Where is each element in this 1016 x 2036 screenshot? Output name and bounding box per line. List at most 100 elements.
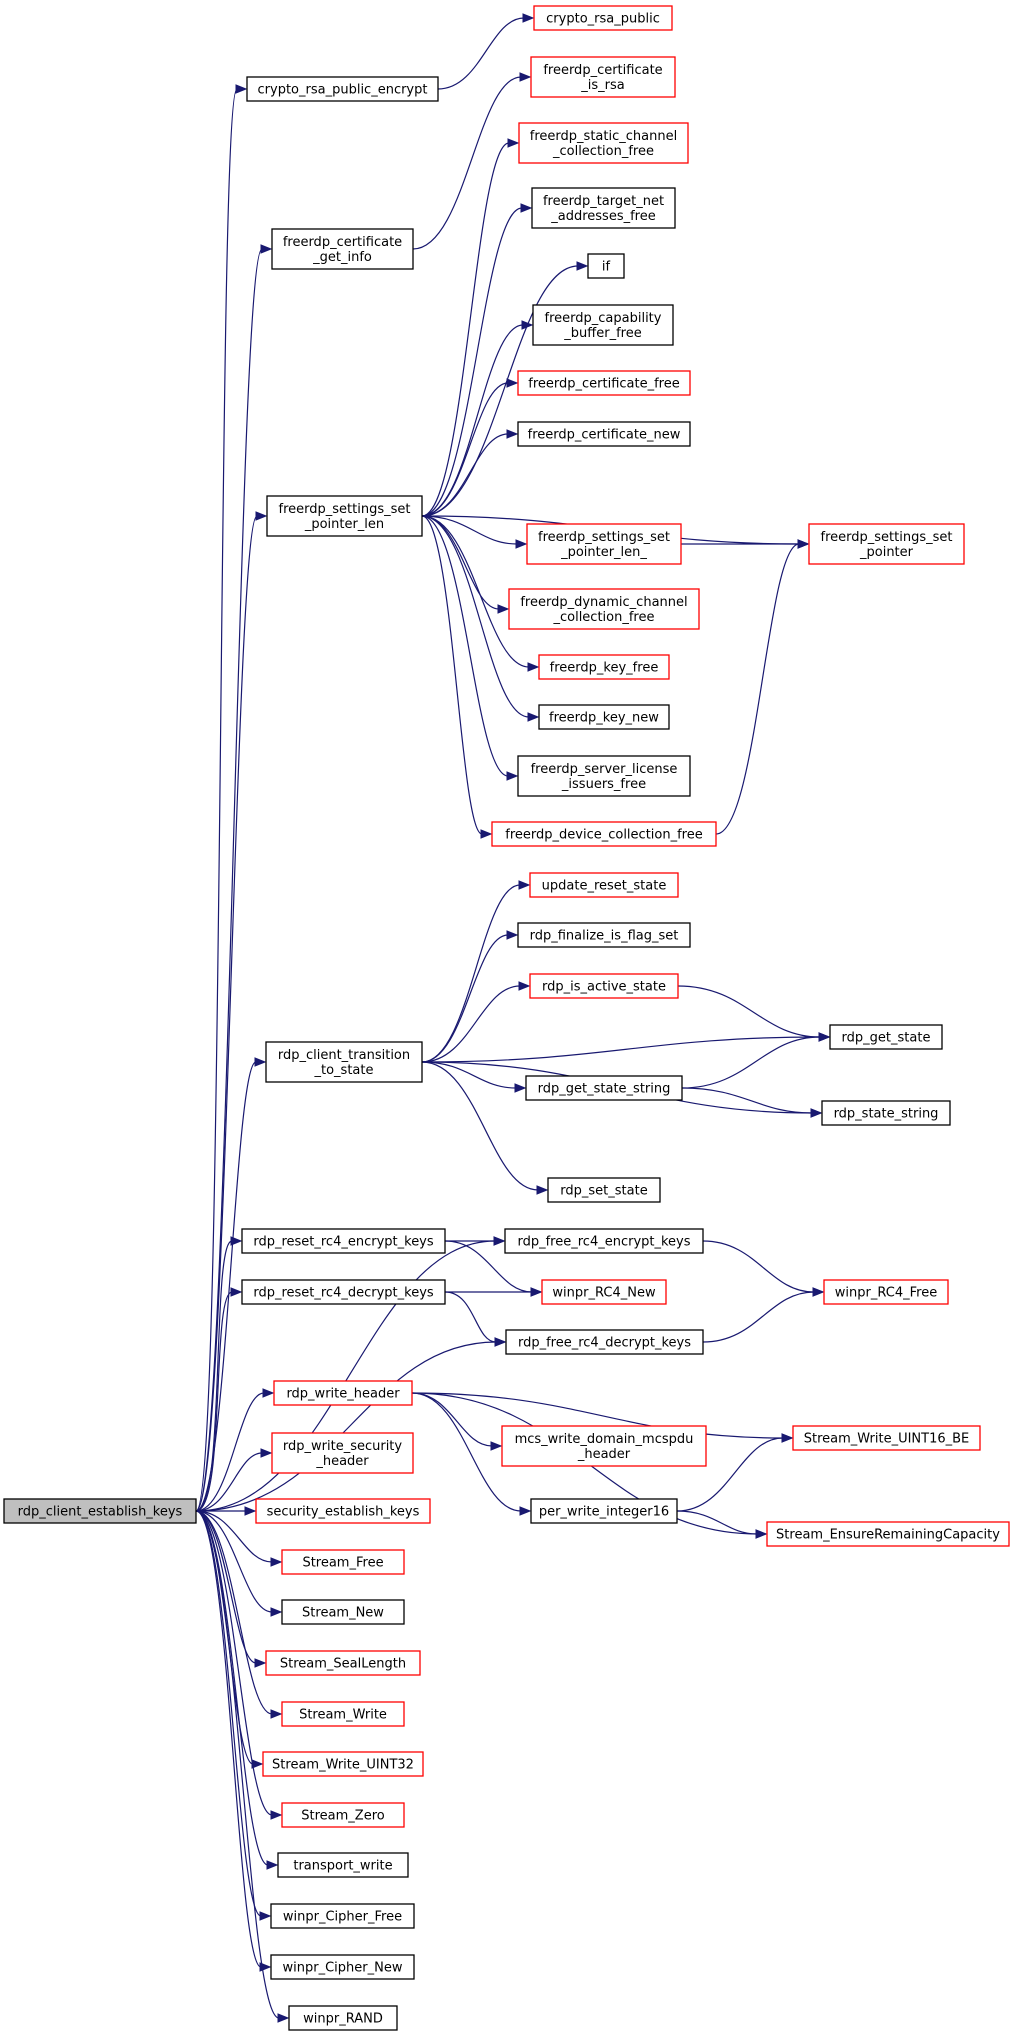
function-node[interactable]: Stream_SealLength [265, 1650, 421, 1676]
function-node[interactable]: rdp_set_state [547, 1177, 661, 1203]
function-node[interactable]: freerdp_certificate_get_info [271, 228, 414, 270]
function-node[interactable]: rdp_state_string [821, 1100, 951, 1126]
node-label: security_establish_keys [267, 1505, 420, 1520]
edge-arrowhead [255, 511, 268, 521]
function-node[interactable]: rdp_free_rc4_encrypt_keys [504, 1228, 704, 1254]
function-node[interactable]: Stream_Write_UINT32 [262, 1751, 424, 1777]
function-node[interactable]: freerdp_settings_set_pointer_len_ [526, 523, 682, 565]
call-edge [195, 1452, 263, 1512]
node-label: _collection_free [552, 610, 654, 625]
function-node[interactable]: winpr_RC4_Free [823, 1279, 949, 1305]
function-node[interactable]: freerdp_capability_buffer_free [532, 304, 674, 346]
node-label: _pointer_len [304, 517, 384, 532]
call-edge [195, 1240, 233, 1512]
function-node[interactable]: freerdp_server_license_issuers_free [517, 755, 691, 797]
function-node[interactable]: Stream_EnsureRemainingCapacity [766, 1521, 1010, 1547]
root-function-node[interactable]: rdp_client_establish_keys [3, 1498, 197, 1524]
node-box [241, 1228, 446, 1254]
function-node[interactable]: rdp_finalize_is_flag_set [517, 922, 691, 948]
function-node[interactable]: rdp_write_header [273, 1380, 413, 1406]
edge-arrowhead [254, 1057, 267, 1067]
function-node[interactable]: winpr_Cipher_Free [270, 1903, 415, 1929]
function-node[interactable]: freerdp_key_new [538, 704, 670, 730]
node-box [277, 1852, 409, 1878]
call-edge [195, 1061, 257, 1512]
node-label: rdp_free_rc4_encrypt_keys [517, 1235, 690, 1250]
node-label: _pointer_len_ [560, 545, 647, 560]
function-node[interactable]: freerdp_device_collection_free [491, 821, 717, 847]
edge-arrowhead [260, 244, 273, 254]
function-node[interactable]: rdp_reset_rc4_encrypt_keys [241, 1228, 446, 1254]
function-node[interactable]: Stream_Free [281, 1549, 405, 1575]
function-node[interactable]: rdp_free_rc4_decrypt_keys [505, 1329, 704, 1355]
function-node[interactable]: rdp_get_state_string [525, 1075, 683, 1101]
function-node[interactable]: if [587, 253, 625, 279]
node-label: _collection_free [552, 144, 654, 159]
function-node[interactable]: freerdp_certificate_new [517, 421, 691, 447]
edge-arrowhead [260, 1448, 273, 1458]
node-label: _get_info [312, 250, 372, 265]
call-edge [421, 433, 509, 517]
call-edge [412, 76, 522, 250]
function-node[interactable]: freerdp_settings_set_pointer [808, 523, 965, 565]
edge-arrowhead [494, 1337, 507, 1347]
node-box [508, 588, 700, 630]
node-box [531, 187, 676, 229]
function-node[interactable]: winpr_RAND [288, 2005, 398, 2031]
call-edge [421, 207, 523, 517]
function-node[interactable]: rdp_write_security_header [271, 1432, 414, 1474]
node-box [823, 1279, 949, 1305]
function-node[interactable]: rdp_is_active_state [529, 973, 679, 999]
function-node[interactable]: transport_write [277, 1852, 409, 1878]
call-edge [444, 1240, 533, 1293]
function-node[interactable]: security_establish_keys [255, 1498, 431, 1524]
node-box [265, 1041, 423, 1083]
function-node[interactable]: freerdp_static_channel_collection_free [518, 122, 689, 164]
call-edge [421, 142, 510, 517]
function-node[interactable]: rdp_reset_rc4_decrypt_keys [241, 1279, 446, 1305]
node-label: freerdp_server_license [531, 762, 678, 777]
node-label: rdp_is_active_state [542, 980, 666, 995]
function-node[interactable]: freerdp_dynamic_channel_collection_free [508, 588, 700, 630]
function-node[interactable]: Stream_New [281, 1599, 405, 1625]
edge-arrowhead [270, 1557, 283, 1567]
edge-arrowhead [262, 1388, 275, 1398]
function-node[interactable]: freerdp_certificate_free [517, 370, 691, 396]
call-edge [444, 1291, 497, 1343]
function-node[interactable]: per_write_integer16 [530, 1498, 678, 1524]
call-edge [421, 1036, 821, 1063]
function-node[interactable]: freerdp_certificate_is_rsa [530, 56, 676, 98]
function-node[interactable]: winpr_Cipher_New [270, 1954, 415, 1980]
function-node[interactable]: winpr_RC4_New [541, 1279, 667, 1305]
function-node[interactable]: crypto_rsa_public [533, 5, 673, 31]
function-node[interactable]: Stream_Zero [281, 1802, 405, 1828]
edge-arrowhead [493, 1236, 506, 1246]
call-edge [676, 1437, 784, 1512]
node-box [538, 654, 670, 680]
edge-arrowhead [515, 539, 528, 549]
function-node[interactable]: Stream_Write_UINT16_BE [792, 1425, 981, 1451]
node-box [547, 1177, 661, 1203]
call-edge [421, 884, 521, 1063]
edge-arrowhead [520, 203, 533, 213]
function-node[interactable]: Stream_Write [281, 1701, 405, 1727]
function-node[interactable]: crypto_rsa_public_encrypt [246, 76, 439, 102]
edge-arrowhead [818, 1032, 831, 1042]
call-edge [677, 985, 821, 1038]
call-edge [195, 88, 238, 1512]
call-edge [421, 515, 509, 777]
node-box [501, 1425, 707, 1467]
edge-arrowhead [527, 712, 540, 722]
function-node[interactable]: update_reset_state [529, 872, 679, 898]
function-node[interactable]: rdp_get_state [829, 1024, 943, 1050]
function-node[interactable]: rdp_client_transition_to_state [265, 1041, 423, 1083]
node-label: rdp_reset_rc4_encrypt_keys [253, 1235, 434, 1250]
function-node[interactable]: mcs_write_domain_mcspdu_header [501, 1425, 707, 1467]
node-label: rdp_get_state [842, 1031, 931, 1046]
node-box [525, 1075, 683, 1101]
function-node[interactable]: freerdp_key_free [538, 654, 670, 680]
call-edge [676, 1510, 758, 1535]
function-node[interactable]: freerdp_target_net_addresses_free [531, 187, 676, 229]
function-node[interactable]: freerdp_settings_set_pointer_len [266, 495, 423, 537]
node-box [530, 56, 676, 98]
